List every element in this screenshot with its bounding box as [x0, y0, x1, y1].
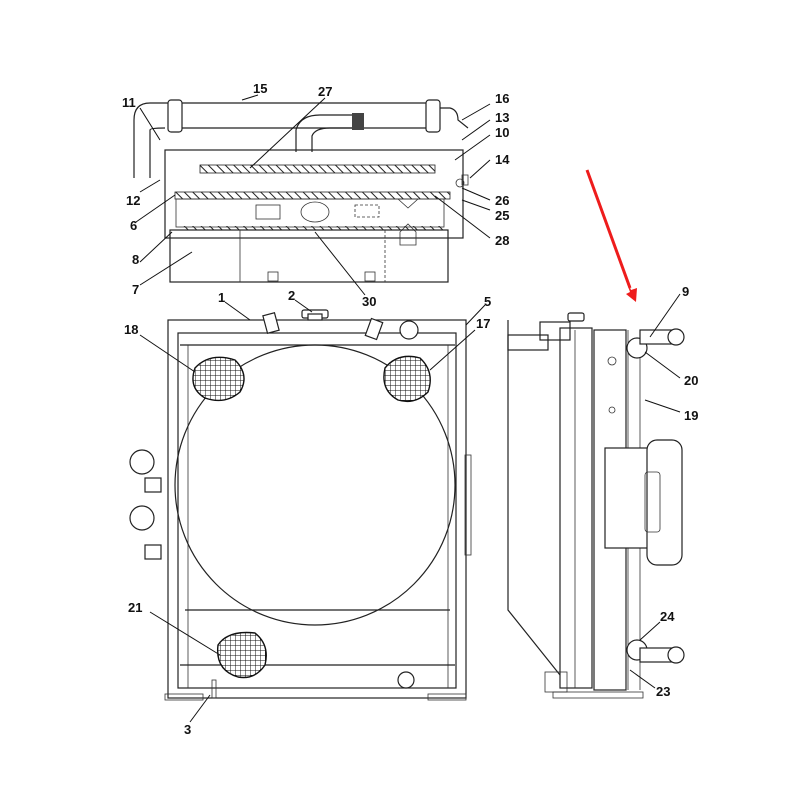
front-view	[129, 309, 472, 701]
callout-24: 24	[660, 609, 675, 624]
callout-14: 14	[495, 152, 510, 167]
callout-20: 20	[684, 373, 698, 388]
callout-26: 26	[495, 193, 509, 208]
callout-7: 7	[132, 282, 139, 297]
callout-21: 21	[128, 600, 142, 615]
leader-lines	[135, 94, 681, 723]
callout-16: 16	[495, 91, 509, 106]
callout-27: 27	[318, 84, 332, 99]
callout-28: 28	[495, 233, 509, 248]
callout-19: 19	[684, 408, 698, 423]
callout-18: 18	[124, 322, 138, 337]
callout-30: 30	[362, 294, 376, 309]
callout-25: 25	[495, 208, 509, 223]
callout-labels: 15 11 27 16 13 10 14 12 26 6 25 28 8 7 3…	[122, 81, 698, 737]
callout-8: 8	[132, 252, 139, 267]
callout-2: 2	[288, 288, 295, 303]
callout-5: 5	[484, 294, 491, 309]
callout-15: 15	[253, 81, 267, 96]
red-arrow-icon	[585, 169, 637, 302]
callout-23: 23	[656, 684, 670, 699]
callout-13: 13	[495, 110, 509, 125]
callout-6: 6	[130, 218, 137, 233]
callout-10: 10	[495, 125, 509, 140]
callout-11: 11	[122, 95, 136, 110]
side-view	[507, 312, 685, 699]
callout-9: 9	[682, 284, 689, 299]
callout-1: 1	[218, 290, 225, 305]
top-view	[133, 99, 469, 283]
callout-12: 12	[126, 193, 140, 208]
callout-17: 17	[476, 316, 490, 331]
callout-3: 3	[184, 722, 191, 737]
